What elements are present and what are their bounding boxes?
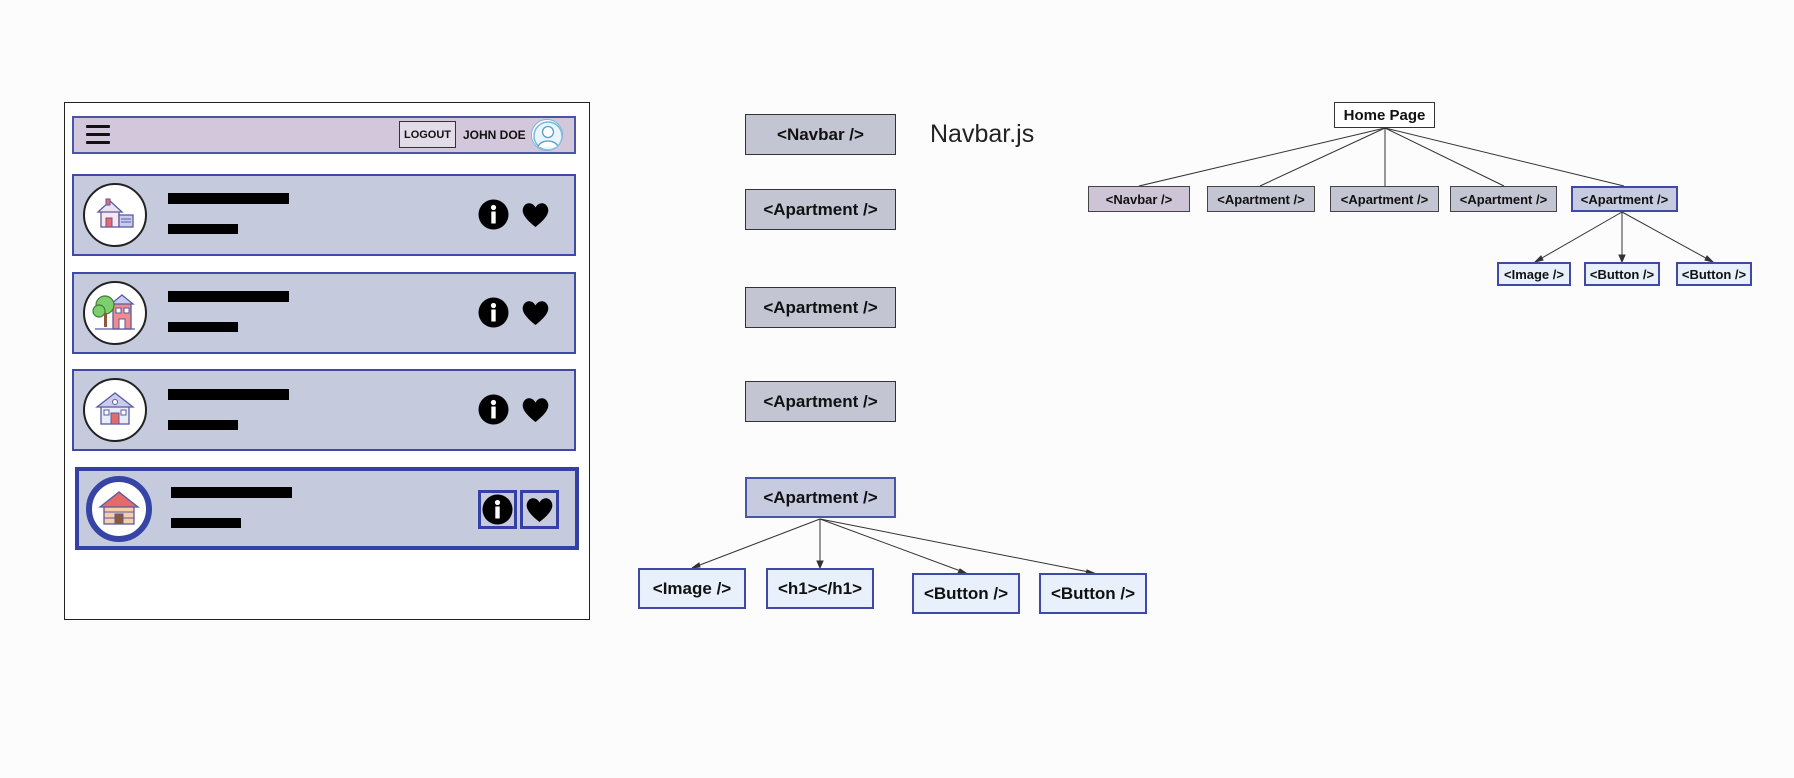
tree-node-apartment: <Apartment /> [1207, 186, 1315, 212]
tree-leaf-button: <Button /> [1676, 262, 1752, 286]
subtitle-placeholder [168, 224, 238, 234]
user-name: JOHN DOE [463, 128, 526, 142]
navbar-file-label: Navbar.js [930, 120, 1035, 148]
tree-node-apartment-highlighted: <Apartment /> [1571, 186, 1678, 212]
navbar-component: <Navbar /> [745, 114, 896, 155]
hamburger-icon[interactable] [86, 124, 110, 146]
title-placeholder [171, 487, 292, 498]
favorite-button[interactable] [520, 490, 559, 529]
cabin-icon [86, 476, 152, 542]
title-placeholder [168, 193, 289, 204]
title-placeholder [168, 291, 289, 302]
heart-icon[interactable] [520, 297, 551, 328]
apartment-component: <Apartment /> [745, 381, 896, 422]
house-tree-icon [83, 281, 147, 345]
subtitle-placeholder [171, 518, 241, 528]
subtitle-placeholder [168, 322, 238, 332]
house-icon [83, 378, 147, 442]
title-placeholder [168, 389, 289, 400]
logout-button[interactable]: LOGOUT [399, 121, 456, 148]
heading-component: <h1></h1> [766, 568, 874, 609]
apartment-component: <Apartment /> [745, 189, 896, 230]
user-avatar-icon[interactable] [531, 119, 563, 151]
button-component: <Button /> [912, 573, 1020, 614]
apartment-card[interactable] [72, 369, 576, 451]
wireframe-navbar [72, 116, 576, 154]
tree-leaf-image: <Image /> [1497, 262, 1571, 286]
tree-node-navbar: <Navbar /> [1088, 186, 1190, 212]
info-icon[interactable] [478, 199, 509, 230]
tree-node-apartment: <Apartment /> [1330, 186, 1439, 212]
info-button[interactable] [478, 490, 517, 529]
info-icon[interactable] [478, 297, 509, 328]
house-garage-icon [83, 183, 147, 247]
button-component: <Button /> [1039, 573, 1147, 614]
tree-root-home-page: Home Page [1334, 102, 1435, 128]
subtitle-placeholder [168, 420, 238, 430]
heart-icon[interactable] [524, 494, 555, 525]
apartment-component: <Apartment /> [745, 287, 896, 328]
apartment-component-highlighted: <Apartment /> [745, 477, 896, 518]
tree-leaf-button: <Button /> [1584, 262, 1660, 286]
tree-node-apartment: <Apartment /> [1450, 186, 1557, 212]
heart-icon[interactable] [520, 199, 551, 230]
image-component: <Image /> [638, 568, 746, 609]
info-icon[interactable] [478, 394, 509, 425]
info-icon[interactable] [482, 494, 513, 525]
heart-icon[interactable] [520, 394, 551, 425]
